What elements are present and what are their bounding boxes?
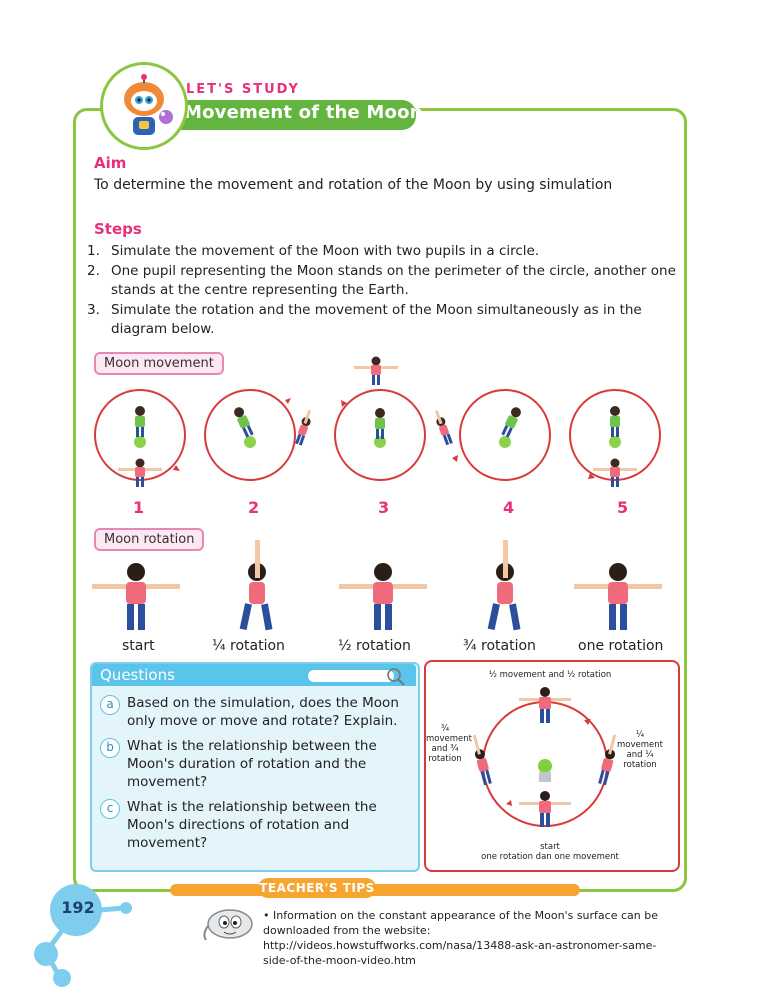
- question-text: What is the relationship between the Moo…: [127, 737, 412, 791]
- movement-number: 3: [378, 498, 389, 517]
- diagram-bottom-label-2: one rotation dan one movement: [440, 852, 660, 862]
- step-item: 3.Simulate the rotation and the movement…: [87, 301, 677, 339]
- robot-mascot-icon: [100, 62, 188, 150]
- step-item: 2.One pupil representing the Moon stands…: [87, 262, 677, 300]
- question-letter: b: [100, 738, 120, 758]
- movement-number: 5: [617, 498, 628, 517]
- step-item: 1.Simulate the movement of the Moon with…: [87, 242, 677, 261]
- movement-number: 2: [248, 498, 259, 517]
- diagram-left-label: ¾ movement and ¾ rotation: [426, 724, 464, 764]
- rotation-full-figure: [574, 563, 662, 630]
- aim-text: To determine the movement and rotation o…: [94, 176, 674, 195]
- movement-step-2: [205, 390, 314, 480]
- page-number-bubbles: [28, 880, 148, 990]
- question-item: b What is the relationship between the M…: [100, 737, 412, 791]
- rotation-label: ¾ rotation: [463, 638, 536, 654]
- rotation-label: start: [122, 638, 155, 654]
- mouse-mascot-icon: [200, 898, 260, 944]
- questions-title: Questions: [100, 666, 175, 684]
- question-text: What is the relationship between the Moo…: [127, 798, 412, 852]
- moon-rotation-figures: [80, 540, 680, 640]
- diagram-top-label: ½ movement and ½ rotation: [440, 670, 660, 680]
- magnifier-icon: [306, 666, 410, 686]
- rotation-three-quarter-figure: [488, 540, 521, 630]
- diagram-bottom-label: start: [440, 842, 660, 852]
- question-letter: c: [100, 799, 120, 819]
- tips-text: • Information on the constant appearance…: [263, 908, 663, 968]
- steps-list: 1.Simulate the movement of the Moon with…: [87, 242, 677, 340]
- diagram-right-label: ¼ movement and ¼ rotation: [616, 730, 664, 770]
- diagram-bottom-figure: [519, 791, 571, 827]
- question-text: Based on the simulation, does the Moon o…: [127, 694, 412, 730]
- question-list: a Based on the simulation, does the Moon…: [100, 694, 412, 852]
- section-kicker: LET'S STUDY: [186, 82, 300, 97]
- steps-heading: Steps: [94, 220, 142, 238]
- rotation-label: ½ rotation: [338, 638, 411, 654]
- movement-step-5: [570, 390, 660, 487]
- rotation-quarter-figure: [240, 540, 273, 630]
- question-item: a Based on the simulation, does the Moon…: [100, 694, 412, 730]
- tips-title: TEACHER'S TIPS: [258, 878, 376, 898]
- rotation-half-figure: [339, 563, 427, 630]
- rotation-label: ¼ rotation: [212, 638, 285, 654]
- movement-step-4: [433, 390, 550, 480]
- question-letter: a: [100, 695, 120, 715]
- diagram-left-figure: [470, 734, 493, 786]
- rotation-start-figure: [92, 563, 180, 630]
- rotation-label: one rotation: [578, 638, 663, 654]
- question-item: c What is the relationship between the M…: [100, 798, 412, 852]
- aim-heading: Aim: [94, 154, 126, 172]
- movement-step-3: [335, 357, 425, 481]
- movement-step-1: [95, 390, 185, 487]
- page-title: Movement of the Moon: [184, 102, 423, 123]
- movement-number: 1: [133, 498, 144, 517]
- movement-number: 4: [503, 498, 514, 517]
- moon-movement-diagram: [80, 345, 680, 505]
- page-number: 192: [58, 898, 98, 917]
